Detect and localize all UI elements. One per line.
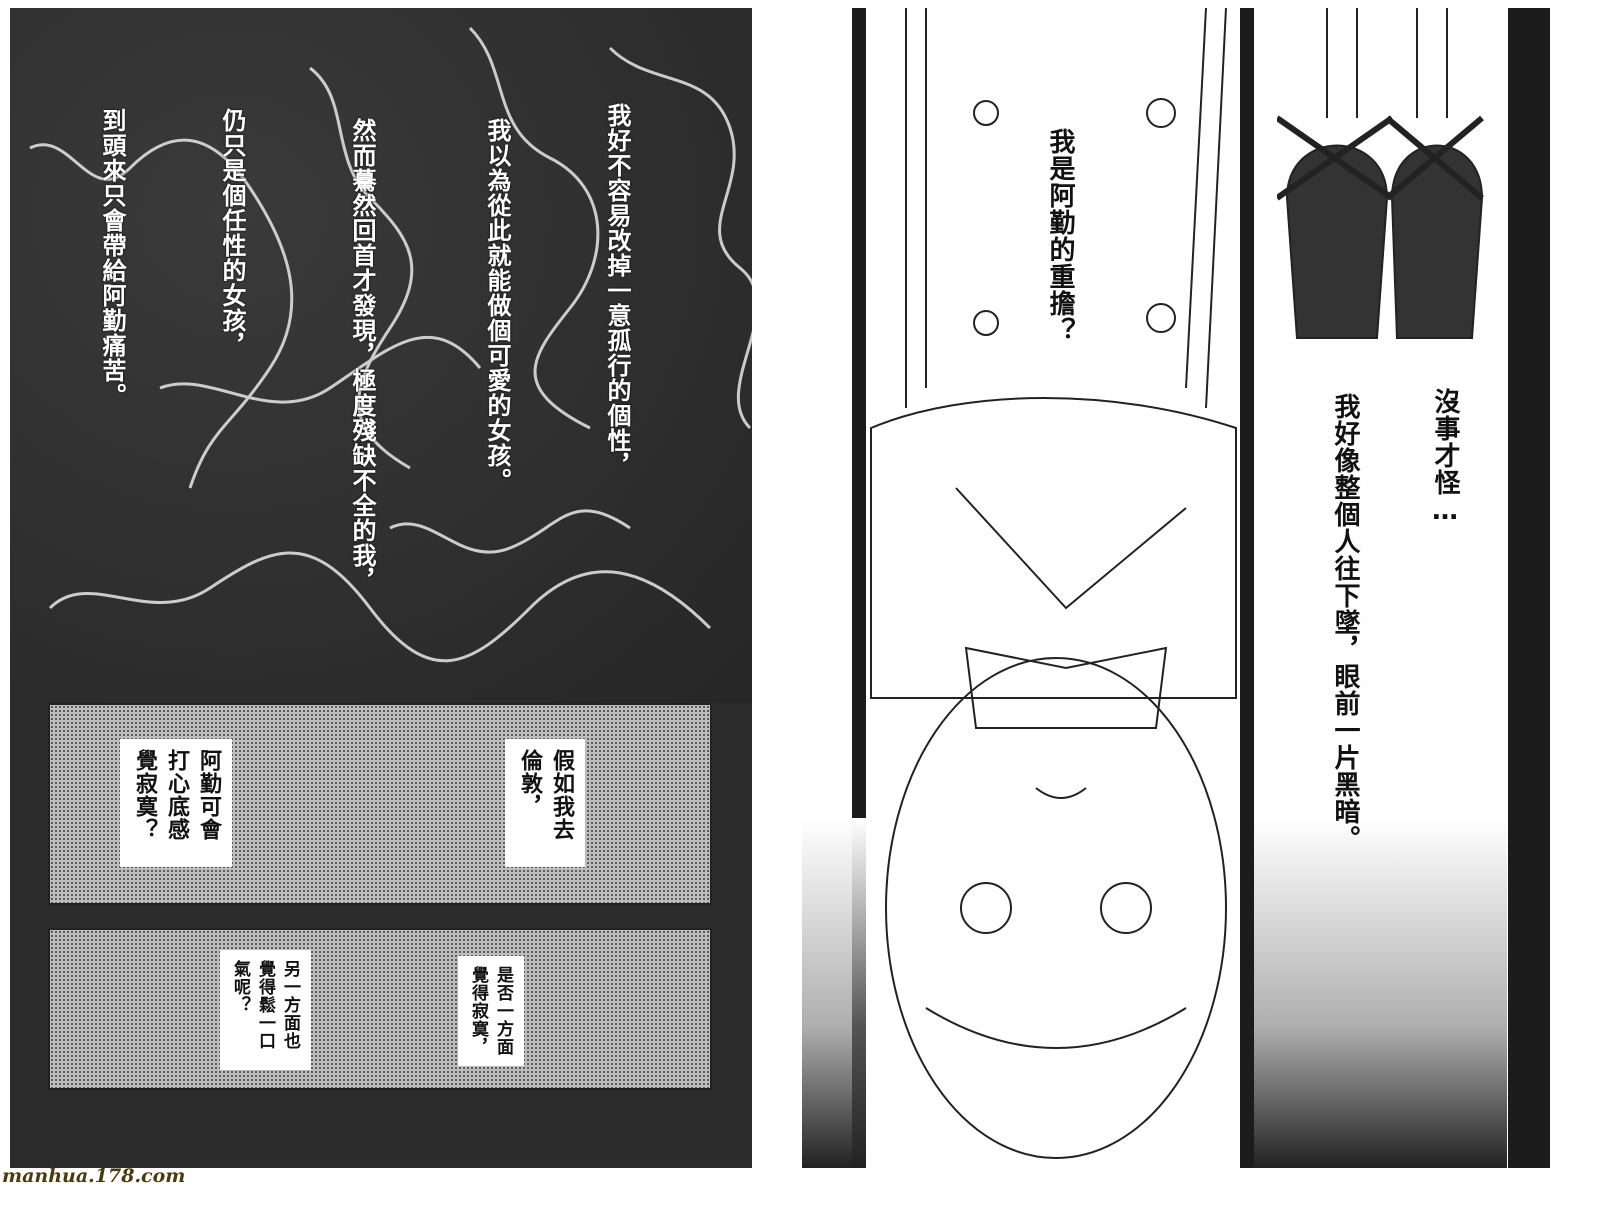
narration-line-5: 到頭來只會帶給阿勤痛苦。 bbox=[98, 108, 126, 408]
thought-text-burden: 我是阿勤的重擔？ bbox=[1045, 128, 1075, 344]
gradient-tone bbox=[1254, 818, 1507, 1168]
ballet-shoes-illustration bbox=[1277, 8, 1484, 339]
gradient-tone bbox=[802, 818, 866, 1168]
screentone-panel-2: 假如我去倫敦， 阿勤可會打心底感覺寂寞？ bbox=[48, 703, 712, 905]
water-reflection-art bbox=[29, 26, 752, 663]
right-manga-page: 我是阿勤的重擔？ 沒事才怪… 我好像整個人往下墜，眼前一片黑暗。 bbox=[802, 8, 1552, 1168]
speech-box-relief: 另一方面也覺得鬆一口氣呢？ bbox=[220, 950, 311, 1070]
upside-down-girl-illustration bbox=[870, 8, 1237, 1159]
narration-line-1: 我好不容易改掉一意孤行的個性， bbox=[603, 103, 631, 478]
thought-text-falling: 我好像整個人往下墜，眼前一片黑暗。 bbox=[1330, 393, 1360, 852]
speech-box-london: 假如我去倫敦， bbox=[505, 739, 585, 867]
narration-line-3: 然而驀然回首才發現，極度殘缺不全的我， bbox=[348, 118, 376, 593]
left-manga-page: 我好不容易改掉一意孤行的個性， 我以為從此就能做個可愛的女孩。 然而驀然回首才發… bbox=[10, 8, 752, 1168]
site-watermark: manhua.178.com bbox=[2, 1165, 186, 1187]
narration-line-4: 仍只是個任性的女孩， bbox=[218, 108, 246, 358]
screentone-panel-3: 是否一方面覺得寂寞， 另一方面也覺得鬆一口氣呢？ bbox=[48, 928, 712, 1090]
speech-box-lonely: 阿勤可會打心底感覺寂寞？ bbox=[120, 739, 232, 867]
thought-text-not-okay: 沒事才怪… bbox=[1430, 388, 1460, 527]
speech-box-lonely-question: 是否一方面覺得寂寞， bbox=[458, 956, 524, 1066]
dark-water-panel: 我好不容易改掉一意孤行的個性， 我以為從此就能做個可愛的女孩。 然而驀然回首才發… bbox=[10, 8, 752, 703]
narration-line-2: 我以為從此就能做個可愛的女孩。 bbox=[483, 118, 511, 493]
panel-border bbox=[1240, 8, 1254, 1168]
panel-border bbox=[1508, 8, 1550, 1168]
